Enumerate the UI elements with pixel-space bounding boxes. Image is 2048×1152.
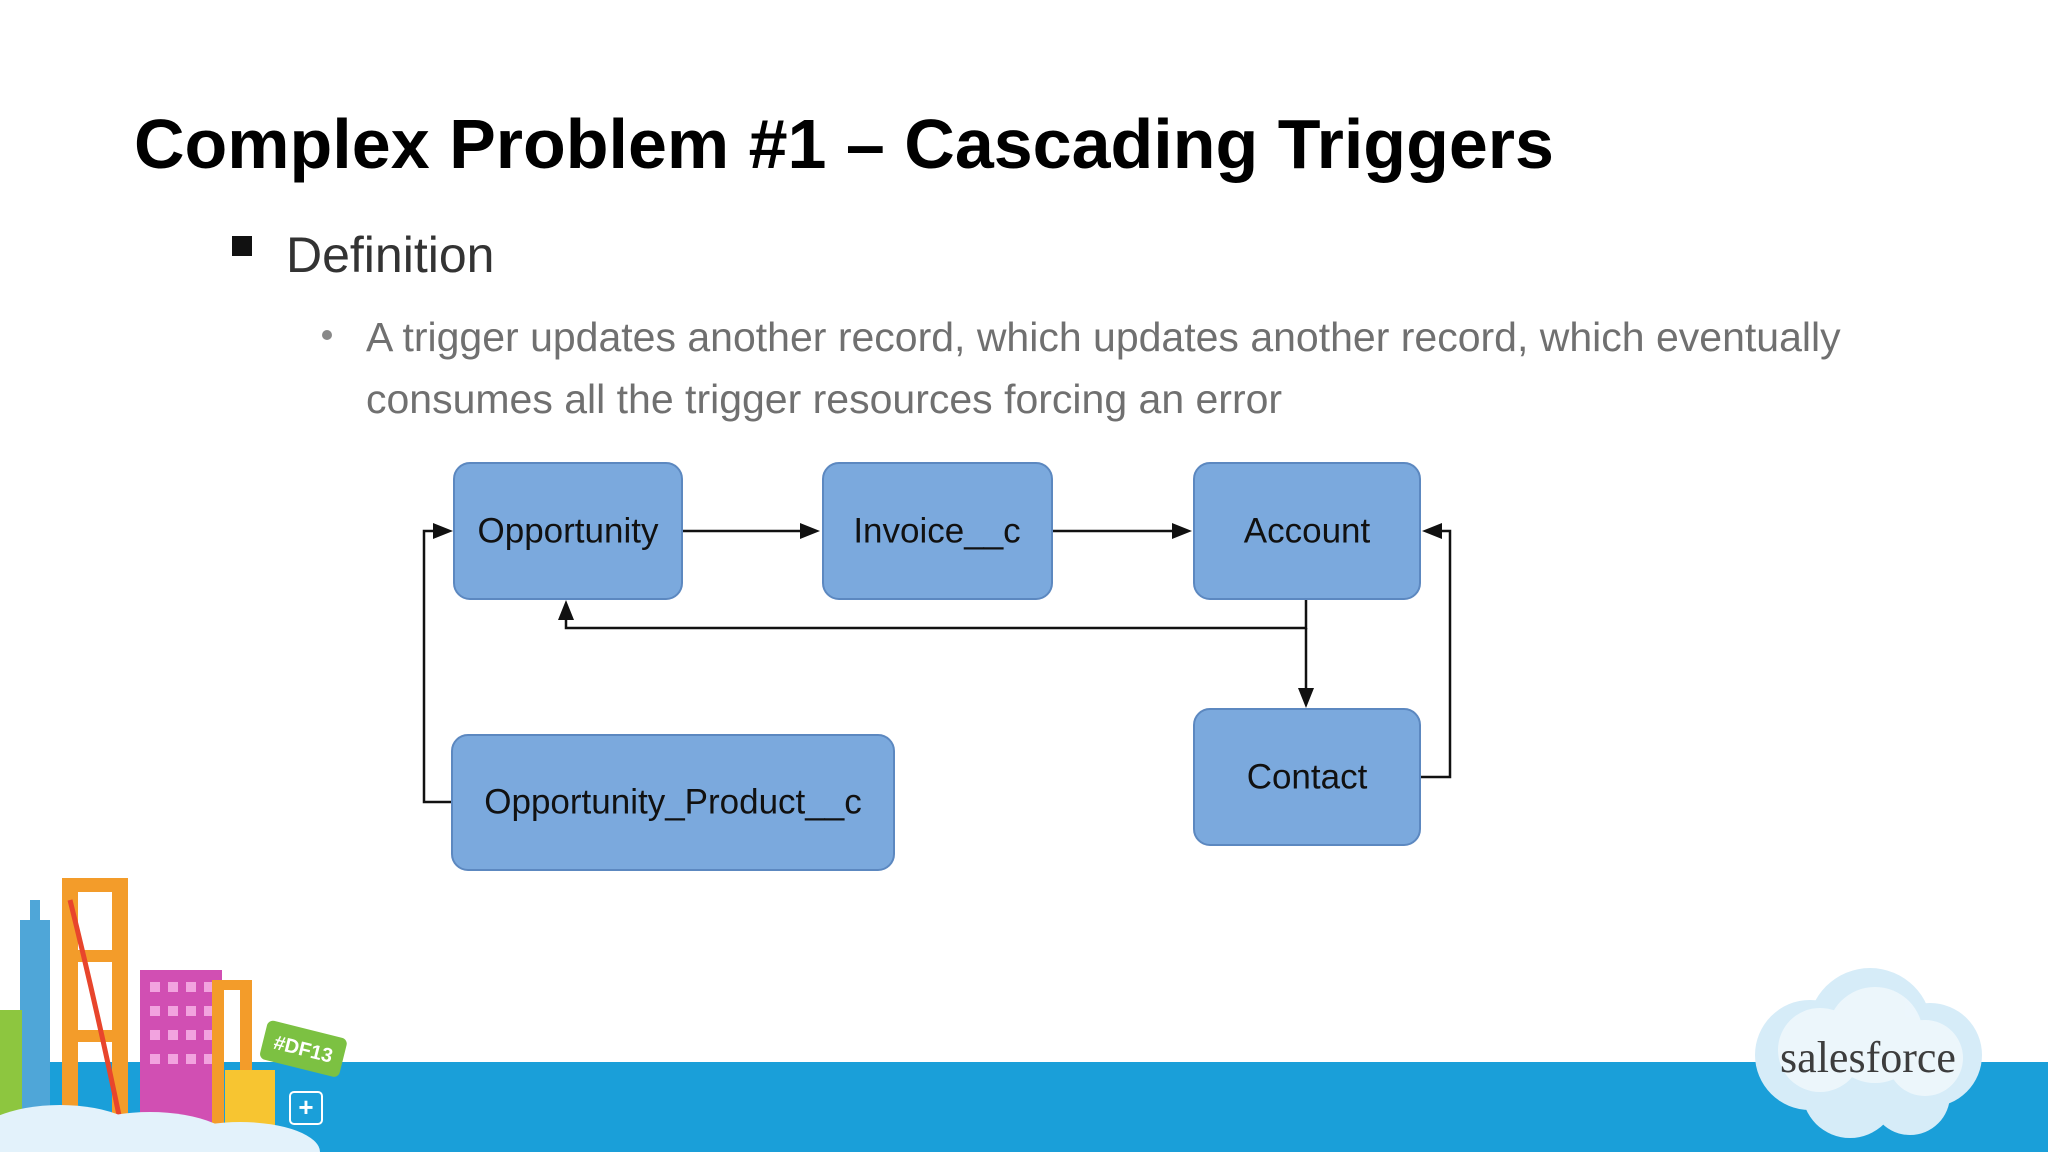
- node-label: Invoice__c: [853, 512, 1020, 551]
- arrowhead-icon: [1298, 688, 1314, 708]
- arrowhead-icon: [1422, 523, 1442, 539]
- node-contact: Contact: [1193, 708, 1421, 846]
- definition-text: A trigger updates another record, which …: [366, 306, 1926, 430]
- square-bullet-icon: [232, 236, 252, 256]
- bullet-heading: Definition: [286, 227, 495, 283]
- footer-bar: [0, 1062, 2048, 1152]
- arrowhead-icon: [558, 600, 574, 620]
- node-label: Opportunity_Product__c: [484, 783, 861, 822]
- node-label: Account: [1244, 512, 1371, 551]
- arrowhead-icon: [433, 523, 453, 539]
- edge-contact-account: [1420, 529, 1452, 779]
- node-label: Contact: [1247, 758, 1368, 797]
- dot-bullet-icon: [322, 330, 332, 340]
- node-invoice: Invoice__c: [822, 462, 1053, 600]
- node-opportunity: Opportunity: [453, 462, 683, 600]
- city-skyline-illustration: #DF13 +: [0, 878, 347, 1152]
- plus-icon: +: [298, 1092, 313, 1122]
- arrowhead-icon: [800, 523, 820, 539]
- node-opportunity-product: Opportunity_Product__c: [451, 734, 895, 871]
- slide-title: Complex Problem #1 – Cascading Triggers: [134, 105, 1554, 183]
- edge-product-opportunity: [422, 529, 452, 804]
- definition-line-2: consumes all the trigger resources forci…: [366, 376, 1283, 422]
- arrowhead-icon: [1172, 523, 1192, 539]
- node-label: Opportunity: [478, 512, 659, 551]
- edge-account-opportunity: [564, 599, 1308, 630]
- brand-wordmark: salesforce: [1780, 1033, 1956, 1082]
- salesforce-logo: salesforce: [1755, 968, 1982, 1138]
- definition-line-1: A trigger updates another record, which …: [366, 314, 1841, 360]
- diagram-edges: [422, 523, 1452, 804]
- node-account: Account: [1193, 462, 1421, 600]
